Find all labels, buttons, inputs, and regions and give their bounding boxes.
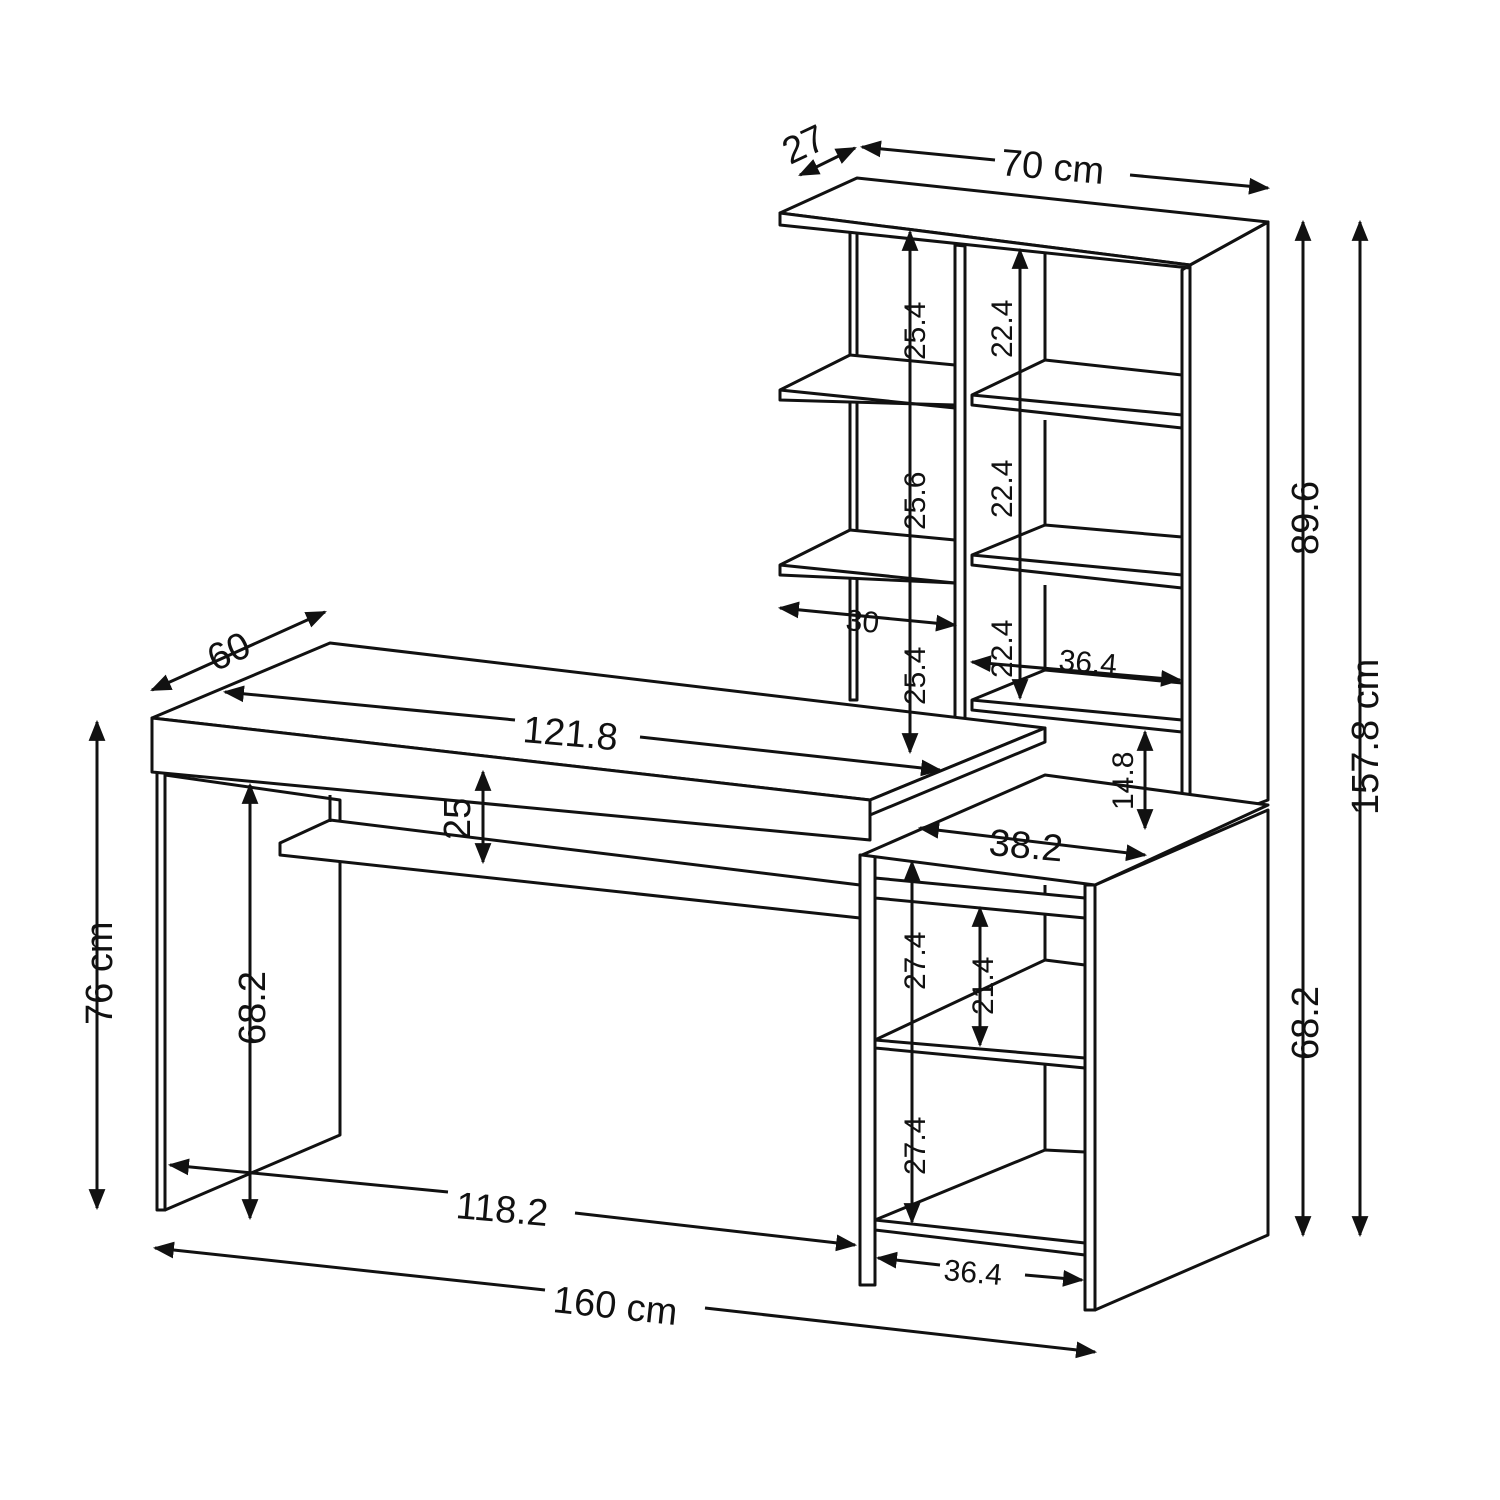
label-cabinet-gap-2: 27.4 (899, 1117, 932, 1175)
label-desk-height: 76 cm (79, 922, 121, 1025)
label-right-gap-2: 22.4 (986, 460, 1019, 518)
label-cabinet-gap-1: 27.4 (899, 932, 932, 990)
label-cabinet-gap-mid: 21.4 (967, 957, 1000, 1015)
cabinet (858, 773, 1270, 1312)
label-left-width: 30 (844, 604, 880, 640)
label-right-gap-3: 22.4 (986, 620, 1019, 678)
label-left-gap-1: 25.4 (899, 302, 932, 360)
label-keyboard-gap: 25 (437, 798, 479, 840)
label-desk-width-top: 121.8 (521, 709, 619, 759)
label-right-width: 36.4 (1057, 644, 1118, 682)
label-right-gap-1: 22.4 (986, 300, 1019, 358)
label-total-height: 157.8 cm (1345, 659, 1387, 815)
label-cabinet-width: 36.4 (942, 1254, 1003, 1292)
label-leg-clearance: 68.2 (232, 971, 274, 1045)
label-knee-width: 118.2 (454, 1185, 550, 1235)
label-cabinet-top: 38.2 (987, 822, 1064, 870)
label-desk-depth: 60 (201, 624, 257, 680)
label-total-width: 160 cm (551, 1279, 679, 1334)
label-shelf-height: 89.6 (1285, 481, 1327, 555)
label-left-gap-3: 25.4 (899, 647, 932, 705)
dimension-labels: 27 70 cm 25.4 25.6 25.4 22.4 22.4 22.4 3… (79, 117, 1387, 1334)
dimension-lines (88, 140, 1369, 1359)
label-cabinet-height: 68.2 (1285, 986, 1327, 1060)
label-left-gap-2: 25.6 (899, 472, 932, 530)
label-shelf-width: 70 cm (999, 142, 1106, 193)
label-lower-gap: 14.8 (1107, 752, 1140, 810)
